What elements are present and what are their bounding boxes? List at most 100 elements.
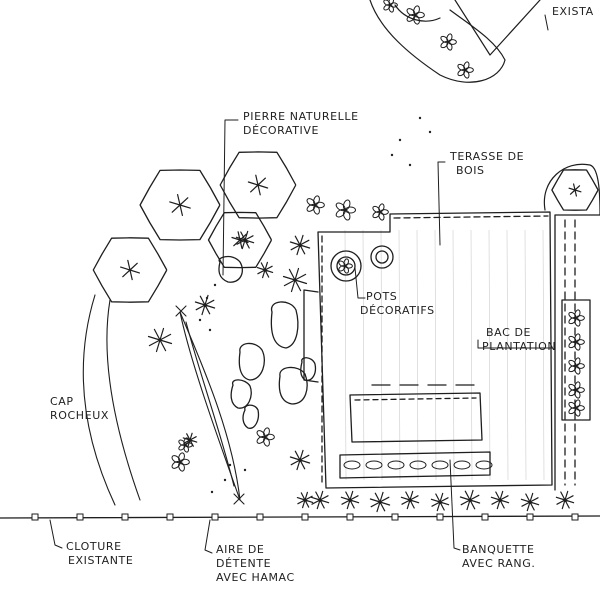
shrub-symbol	[370, 492, 389, 511]
leader-lines	[50, 15, 552, 553]
decorative-pots	[331, 246, 393, 281]
bench	[340, 393, 490, 478]
label-relax-area-line3: AVEC HAMAC	[216, 571, 295, 584]
label-natural-stone-line2: DÉCORATIVE	[243, 124, 320, 137]
plank-line	[417, 230, 418, 480]
fence-post	[347, 514, 353, 520]
label-existing-top-text: EXISTA	[552, 5, 594, 18]
fence-post	[437, 514, 443, 520]
flower-symbol	[568, 399, 585, 416]
flower-symbol	[457, 61, 474, 78]
flower-symbol	[568, 333, 585, 350]
bench-plant-row	[344, 461, 492, 469]
label-wood-terrace-line1: TERASSE DE	[450, 150, 525, 163]
existing-fence	[0, 516, 600, 518]
bench-plant	[344, 461, 360, 469]
hammock	[176, 306, 244, 504]
flower-symbol	[306, 195, 325, 215]
tree-symbol	[140, 170, 220, 240]
shrub-symbol	[284, 269, 307, 292]
texture-dot	[243, 468, 247, 472]
shrub-symbol	[121, 260, 140, 279]
shrub-symbol	[290, 450, 309, 469]
tree-symbol	[552, 170, 598, 210]
label-existing-fence-line1: CLOTURE	[66, 540, 122, 553]
tree-symbol	[209, 212, 272, 267]
flower-symbol	[383, 0, 398, 13]
fence-post	[392, 514, 398, 520]
label-wood-terrace: TERASSE DE BOIS	[450, 150, 524, 178]
flower-symbol	[406, 5, 425, 25]
texture-dot	[398, 138, 402, 142]
planter-box	[555, 215, 600, 490]
fence-post	[32, 514, 38, 520]
texture-dot	[408, 163, 412, 167]
bench-plant	[366, 461, 382, 469]
wood-terrace	[304, 212, 552, 488]
flower-clusters	[171, 195, 389, 472]
texture-dot	[208, 328, 212, 332]
label-decorative-pots-line1: POTS	[366, 290, 398, 303]
label-bench-line2: AVEC RANG.	[462, 557, 536, 570]
texture-dot	[223, 478, 227, 482]
texture-dot	[210, 490, 214, 494]
plank-line	[507, 230, 508, 480]
texture-dot	[213, 283, 217, 287]
label-existing-fence: CLOTURE EXISTANTE	[66, 540, 133, 568]
shrubs-group	[149, 231, 574, 511]
fence-post	[257, 514, 263, 520]
flower-symbol	[335, 199, 356, 221]
shrub-symbol	[521, 493, 538, 510]
fence-post	[167, 514, 173, 520]
shrub-symbol	[149, 329, 172, 352]
shrub-symbol	[290, 235, 309, 254]
tree-symbol	[93, 238, 167, 302]
fence-posts	[32, 514, 578, 520]
shrub-symbol	[257, 262, 272, 277]
label-natural-stone: PIERRE NATURELLE DÉCORATIVE	[243, 110, 359, 138]
label-bench: BANQUETTE AVEC RANG.	[462, 543, 535, 571]
bench-plant	[432, 461, 448, 469]
rock-cap-outline	[83, 295, 140, 505]
shrub-symbol	[248, 175, 267, 195]
flower-symbol	[372, 203, 389, 220]
flower-symbol	[568, 309, 585, 326]
flower-symbol	[440, 33, 457, 50]
label-relax-area-line2: DÉTENTE	[216, 557, 272, 570]
flower-symbol	[256, 427, 275, 447]
trees-group	[93, 152, 598, 302]
label-planter-box-line2: PLANTATION	[482, 340, 557, 353]
label-rock-cap-line2: ROCHEUX	[50, 409, 109, 422]
label-relax-area: AIRE DE DÉTENTE AVEC HAMAC	[216, 543, 295, 585]
fence-post	[572, 514, 578, 520]
shrub-symbol	[311, 491, 328, 508]
natural-stones	[219, 257, 315, 429]
plank-line	[471, 230, 472, 480]
texture-dot	[428, 130, 432, 134]
shrub-symbol	[431, 493, 448, 510]
plank-line	[435, 230, 436, 480]
shrub-symbol	[195, 295, 214, 314]
flower-symbol	[568, 357, 585, 374]
texture-dot	[198, 318, 202, 322]
label-relax-area-line1: AIRE DE	[216, 543, 265, 556]
shrub-symbol	[460, 490, 479, 509]
fence-post	[527, 514, 533, 520]
label-rock-cap-line1: CAP	[50, 395, 74, 408]
ground-texture	[198, 116, 432, 494]
label-existing-top: EXISTA	[552, 5, 594, 19]
label-planter-box-line1: BAC DE	[486, 326, 532, 339]
label-bench-line1: BANQUETTE	[462, 543, 535, 556]
shrub-symbol	[401, 491, 418, 508]
label-decorative-pots-line2: DÉCORATIFS	[360, 304, 435, 317]
flower-symbol	[338, 258, 353, 273]
top-bed-flowers	[383, 0, 474, 79]
texture-dot	[228, 463, 232, 467]
plank-line	[489, 230, 490, 480]
label-rock-cap: CAP ROCHEUX	[50, 395, 109, 423]
fence-post	[212, 514, 218, 520]
terrace-planks	[345, 230, 544, 480]
bench-plant	[454, 461, 470, 469]
label-natural-stone-line1: PIERRE NATURELLE	[243, 110, 359, 123]
